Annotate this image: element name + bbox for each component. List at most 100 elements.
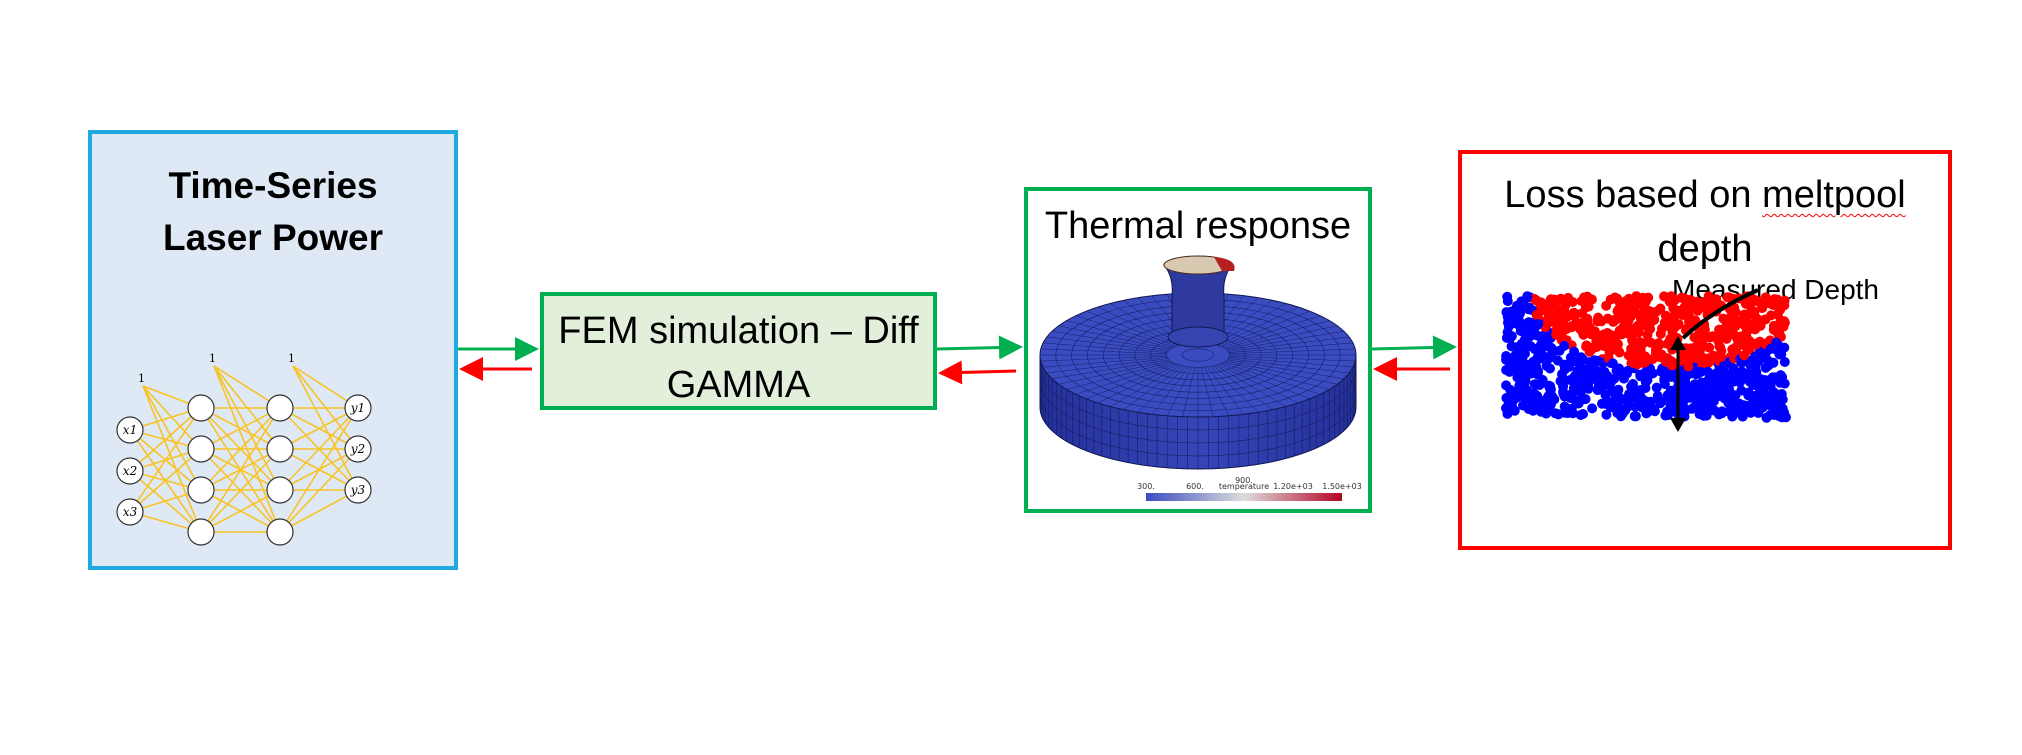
nn-input-node-label: x3 xyxy=(123,505,138,519)
nn-edges xyxy=(129,365,359,533)
scatter-dot xyxy=(1600,398,1611,409)
scatter-dot xyxy=(1751,367,1762,377)
scatter-dot xyxy=(1583,301,1594,312)
nn-hidden-node xyxy=(266,435,294,463)
scatter-dot xyxy=(1515,308,1525,319)
scatter-dot xyxy=(1523,393,1534,404)
nn-edge xyxy=(142,385,202,533)
nn-output-node xyxy=(344,435,372,463)
meltpool-scatter xyxy=(1501,288,1791,432)
scatter-dot xyxy=(1558,386,1569,397)
scatter-dot xyxy=(1605,294,1616,305)
scatter-dot xyxy=(1618,306,1629,317)
scatter-dot xyxy=(1502,408,1513,419)
scatter-dot xyxy=(1730,321,1741,332)
scatter-dot xyxy=(1506,361,1517,372)
nn-output-node xyxy=(344,394,372,422)
scatter-dot xyxy=(1765,343,1776,354)
scatter-dot xyxy=(1545,342,1556,353)
scatter-dot xyxy=(1531,361,1542,372)
thermal-response-panel: Thermal response temperature 300 xyxy=(1024,187,1372,513)
scatter-dot xyxy=(1632,320,1643,331)
scatter-dot xyxy=(1770,408,1780,418)
scatter-dot xyxy=(1568,307,1579,318)
scatter-dot xyxy=(1630,401,1641,412)
nn-edge xyxy=(200,407,281,491)
scatter-dot xyxy=(1509,351,1520,362)
nn-bias-label: 1 xyxy=(288,352,295,365)
scatter-dot xyxy=(1584,371,1595,382)
scatter-dot xyxy=(1622,365,1633,376)
scatter-dot xyxy=(1550,408,1561,419)
scatter-dot xyxy=(1602,328,1613,338)
scatter-dot xyxy=(1607,385,1618,396)
scatter-dot xyxy=(1690,341,1701,352)
scatter-dot xyxy=(1580,394,1591,405)
nn-bias-label: 1 xyxy=(209,352,216,365)
scatter-dot xyxy=(1692,353,1702,364)
scatter-dot xyxy=(1741,328,1752,339)
scatter-dot xyxy=(1653,351,1664,362)
scatter-dot xyxy=(1718,361,1729,372)
nn-hidden-node xyxy=(266,394,294,422)
thermal-title: Thermal response xyxy=(1044,205,1352,247)
scatter-dot xyxy=(1575,410,1586,420)
scatter-dot xyxy=(1757,303,1768,314)
scatter-dot xyxy=(1638,301,1649,312)
scatter-dot xyxy=(1522,292,1533,303)
nn-input-node-label: x1 xyxy=(123,423,137,437)
backward-arrow-2 xyxy=(938,360,1017,385)
hot-spot xyxy=(1214,257,1235,271)
scatter-dot xyxy=(1727,401,1738,411)
scatter-dot xyxy=(1655,303,1666,314)
nn-edge xyxy=(200,448,281,533)
scatter-dot xyxy=(1689,402,1700,413)
scatter-dot xyxy=(1645,396,1656,407)
scatter-dot xyxy=(1609,373,1620,384)
colorbar-tick-3: 1.20e+03 xyxy=(1273,482,1313,491)
scatter-dot xyxy=(1685,294,1696,305)
scatter-dot xyxy=(1520,329,1531,340)
scatter-dot xyxy=(1622,401,1633,412)
scatter-dot xyxy=(1520,348,1530,359)
scatter-dot xyxy=(1640,377,1651,388)
scatter-dot xyxy=(1582,326,1593,337)
nn-edge xyxy=(200,407,281,533)
depth-arrow-head-bottom xyxy=(1670,418,1686,432)
scatter-dot xyxy=(1528,405,1539,416)
scatter-dot xyxy=(1503,399,1514,409)
scatter-dot xyxy=(1533,319,1544,330)
nn-panel-title: Time-Series Laser Power xyxy=(92,160,454,264)
nn-input-node xyxy=(116,498,144,526)
scatter-dot xyxy=(1532,330,1543,341)
scatter-dot xyxy=(1744,336,1755,346)
colorbar-tick-0: 300. xyxy=(1137,482,1155,491)
nn-edge xyxy=(200,489,281,533)
loss-title-line2: depth xyxy=(1657,228,1753,270)
scatter-dot xyxy=(1534,380,1545,390)
nn-input-node xyxy=(116,457,144,485)
scatter-dot xyxy=(1501,351,1512,361)
scatter-dot xyxy=(1674,305,1685,316)
scatter-dot xyxy=(1582,313,1593,324)
scatter-dot xyxy=(1651,382,1662,393)
fem-label-line2: GAMMA xyxy=(666,364,811,406)
scatter-dot xyxy=(1502,296,1513,307)
scatter-dot xyxy=(1655,328,1666,339)
scatter-dot xyxy=(1683,361,1694,372)
scatter-dot xyxy=(1702,366,1713,377)
scatter-dot xyxy=(1670,322,1680,333)
nn-edge xyxy=(142,385,202,491)
scatter-dot xyxy=(1726,370,1737,380)
scatter-dot xyxy=(1512,300,1522,311)
scatter-dot xyxy=(1561,324,1572,334)
nn-edge xyxy=(292,365,359,491)
scatter-dot xyxy=(1531,295,1542,306)
forward-arrow-3 xyxy=(1371,335,1457,360)
scatter-dot xyxy=(1638,338,1649,349)
scatter-dot xyxy=(1649,406,1660,417)
scatter-dot xyxy=(1766,390,1777,401)
